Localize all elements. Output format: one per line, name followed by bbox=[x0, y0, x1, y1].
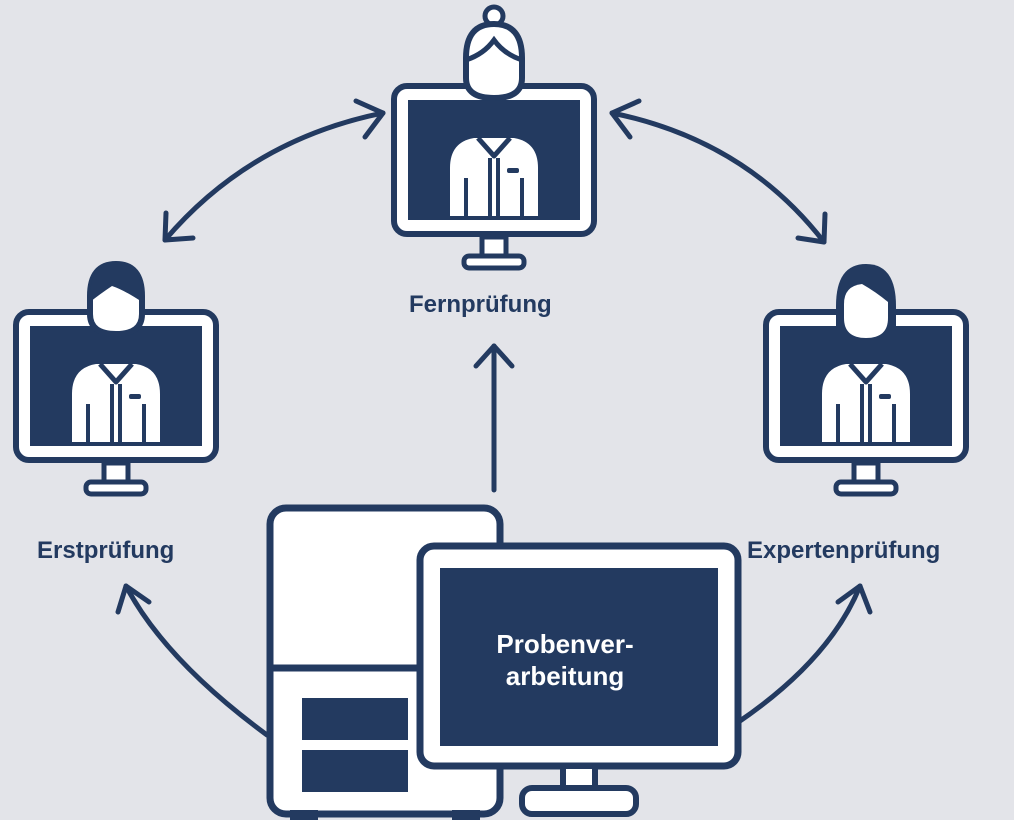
arrow-processing-remote bbox=[473, 343, 515, 493]
scanner-workstation-icon bbox=[266, 504, 742, 820]
remote-reviewer-monitor-icon bbox=[394, 7, 594, 268]
initial-reviewer-monitor-icon bbox=[16, 264, 216, 494]
initial-review-label: Erstprüfung bbox=[37, 537, 175, 564]
expert-review-label: Expertenprüfung bbox=[747, 537, 941, 564]
remote-review-label: Fernprüfung bbox=[409, 291, 552, 318]
arrow-processing-expert bbox=[734, 583, 873, 726]
expert-reviewer-monitor-icon bbox=[766, 264, 966, 494]
arrow-remote-expert bbox=[609, 98, 828, 245]
arrow-processing-initial bbox=[115, 583, 270, 738]
arrow-remote-initial bbox=[162, 98, 386, 243]
sample-processing-label-line2: arbeitung bbox=[505, 661, 625, 691]
sample-processing-label-line1: Probenver- bbox=[496, 629, 634, 659]
sample-processing-label: Probenver- arbeitung bbox=[446, 628, 684, 692]
